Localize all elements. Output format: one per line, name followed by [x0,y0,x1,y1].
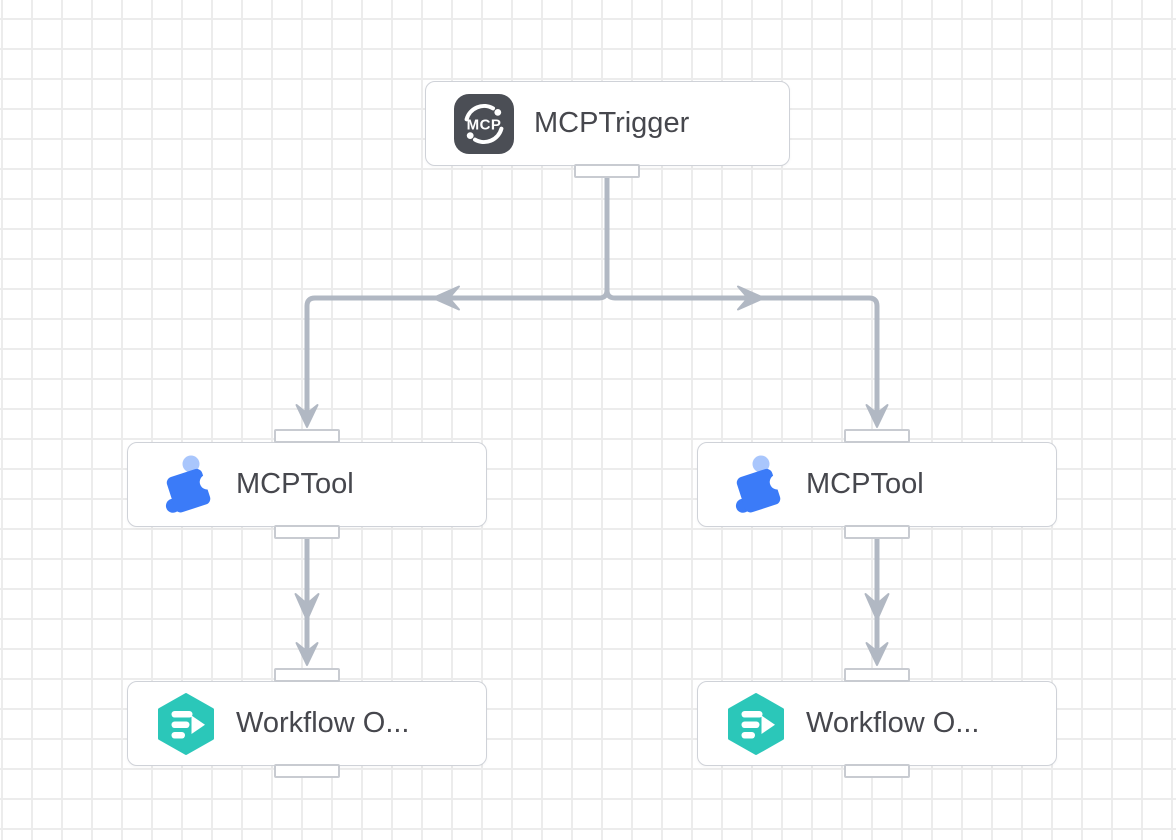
mcp-icon: MCP [452,92,516,156]
puzzle-icon [154,453,218,517]
port-workflow-left-bottom[interactable] [274,764,340,778]
edge-mid-arrow-right-icon [737,285,765,311]
node-mcp-tool-left[interactable]: MCPTool [127,442,487,527]
node-mcp-tool-right[interactable]: MCPTool [697,442,1057,527]
edge-end-arrow-down-icon [865,642,889,666]
edge-mid-arrow-down-icon [294,593,320,621]
puzzle-icon [724,453,788,517]
port-workflow-right-bottom[interactable] [844,764,910,778]
edge-end-arrow-down-icon [295,642,319,666]
port-tool-left-top[interactable] [274,429,340,443]
node-mcp-trigger[interactable]: MCP MCPTrigger [425,81,790,166]
edge-tool-right-to-workflow-right[interactable] [864,539,890,666]
node-label: MCPTool [806,468,924,500]
edge-trigger-to-tool-left[interactable] [295,178,610,428]
node-label: Workflow O... [236,707,410,739]
edge-trigger-to-tool-right[interactable] [604,178,889,428]
edge-mid-arrow-down-icon [864,593,890,621]
node-workflow-output-left[interactable]: Workflow O... [127,681,487,766]
edge-tool-left-to-workflow-left[interactable] [294,539,320,666]
edge-mid-arrow-left-icon [432,285,460,311]
node-label: MCPTrigger [534,107,690,139]
workflow-output-icon [154,692,218,756]
node-workflow-output-right[interactable]: Workflow O... [697,681,1057,766]
edge-end-arrow-down-icon [295,404,319,428]
port-tool-right-top[interactable] [844,429,910,443]
port-workflow-left-top[interactable] [274,668,340,682]
mcp-icon-text: MCP [467,116,502,133]
workflow-output-icon [724,692,788,756]
port-tool-right-bottom[interactable] [844,525,910,539]
node-label: MCPTool [236,468,354,500]
port-trigger-bottom[interactable] [574,164,640,178]
edge-end-arrow-down-icon [865,404,889,428]
port-workflow-right-top[interactable] [844,668,910,682]
port-tool-left-bottom[interactable] [274,525,340,539]
node-label: Workflow O... [806,707,980,739]
